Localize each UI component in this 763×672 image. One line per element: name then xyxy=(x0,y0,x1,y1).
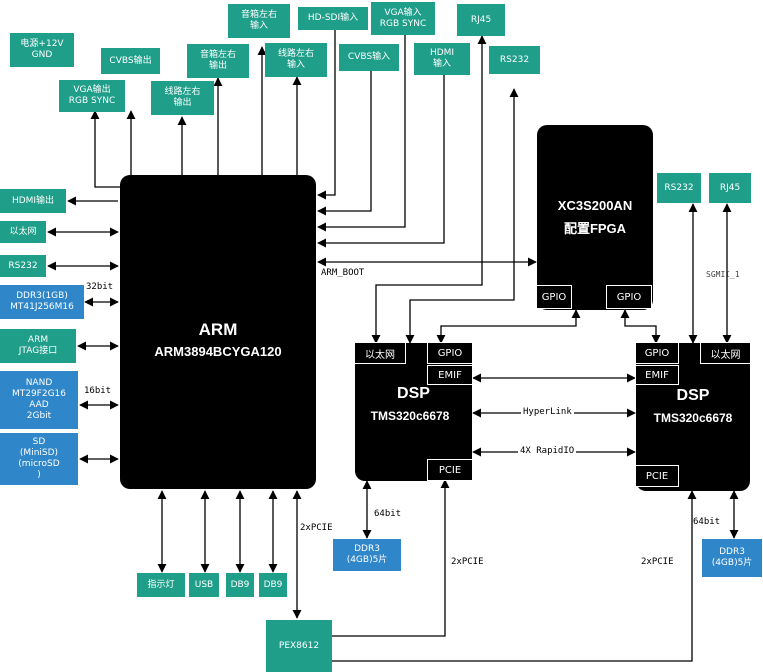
fpga-gpio-left: GPIO xyxy=(536,285,572,309)
label-pex8612: PEX8612 xyxy=(266,620,332,672)
dsp-right-emif: EMIF xyxy=(635,365,679,385)
label-ethernet-left: 以太网 xyxy=(0,221,46,243)
dsp-left-gpio: GPIO xyxy=(427,342,473,364)
label-sd: SD (MiniSD) (microSD ) xyxy=(0,433,78,485)
arm-title: ARM xyxy=(198,320,238,339)
note-16bit: 16bit xyxy=(84,386,112,396)
label-line-out: 线路左右 输出 xyxy=(151,81,214,115)
label-rj45-right: RJ45 xyxy=(709,173,751,203)
dsp-right-title: DSP xyxy=(676,387,710,404)
fpga-subtitle: 配置FPGA xyxy=(563,221,627,236)
label-vga-out: VGA输出 RGB SYNC xyxy=(59,80,125,112)
dsp-left-eth: 以太网 xyxy=(354,342,406,364)
note-sgmii: SGMII_1 xyxy=(706,270,740,279)
label-nand: NAND MT29F2G16 AAD 2Gbit xyxy=(0,371,78,429)
note-arm-boot: ARM_BOOT xyxy=(321,268,365,278)
label-usb: USB xyxy=(189,573,219,597)
dsp-right-pcie: PCIE xyxy=(635,465,679,487)
note-pcie-right: 2xPCIE xyxy=(641,557,674,567)
label-hdmi-out: HDMI输出 xyxy=(0,189,66,213)
fpga-gpio-right: GPIO xyxy=(606,285,652,309)
arm-chip: ARM ARM3894BCYGA120 xyxy=(120,175,316,489)
dsp-right-eth: 以太网 xyxy=(700,342,751,364)
note-pcie-arm: 2xPCIE xyxy=(300,523,333,533)
fpga-chip: XC3S200AN 配置FPGA GPIO GPIO xyxy=(536,125,653,310)
label-speaker-in: 音箱左右 输入 xyxy=(228,4,290,38)
note-pcie-left: 2xPCIE xyxy=(451,557,484,567)
dsp-left-model: TMS320c6678 xyxy=(370,409,450,423)
dsp-right-chip: GPIO 以太网 EMIF DSP TMS320c6678 PCIE xyxy=(635,342,751,491)
note-rapidio: 4X RapidIO xyxy=(518,446,577,456)
note-64bit-left: 64bit xyxy=(374,509,402,519)
label-ddr3-dsp-right: DDR3 (4GB)5片 xyxy=(702,539,762,577)
label-led: 指示灯 xyxy=(137,573,185,597)
label-vga-in: VGA输入 RGB SYNC xyxy=(371,2,435,35)
label-power: 电源+12V GND xyxy=(10,33,74,67)
label-jtag: ARM JTAG接口 xyxy=(0,329,76,363)
dsp-right-model: TMS320c6678 xyxy=(653,411,733,425)
arm-model: ARM3894BCYGA120 xyxy=(154,344,282,359)
note-hyperlink: HyperLink xyxy=(521,407,574,417)
label-cvbs-in: CVBS输入 xyxy=(339,44,399,71)
label-rs232-right: RS232 xyxy=(657,173,701,203)
label-rj45-top: RJ45 xyxy=(457,4,505,36)
dsp-left-chip: 以太网 GPIO EMIF DSP TMS320c6678 PCIE xyxy=(354,342,473,481)
dsp-left-title: DSP xyxy=(397,385,430,402)
dsp-right-gpio: GPIO xyxy=(635,342,679,364)
label-line-in: 线路左右 输入 xyxy=(265,43,327,77)
label-rs232-left: RS232 xyxy=(0,255,46,277)
label-hdsdi-in: HD-SDI输入 xyxy=(298,7,368,30)
label-cvbs-out: CVBS输出 xyxy=(101,48,160,74)
note-64bit-right: 64bit xyxy=(693,517,721,527)
label-db9-a: DB9 xyxy=(226,573,254,597)
label-ddr3-dsp-left: DDR3 (4GB)5片 xyxy=(333,539,401,571)
label-ddr3-arm: DDR3(1GB) MT41J256M16 xyxy=(0,285,84,319)
label-hdmi-in: HDMI 输入 xyxy=(414,43,470,75)
fpga-title: XC3S200AN xyxy=(557,198,633,213)
dsp-left-emif: EMIF xyxy=(427,365,473,385)
note-32bit: 32bit xyxy=(86,282,114,292)
label-rs232-top: RS232 xyxy=(489,46,540,74)
label-db9-b: DB9 xyxy=(259,573,287,597)
dsp-left-pcie: PCIE xyxy=(427,459,473,481)
label-speaker-out: 音箱左右 输出 xyxy=(187,44,249,78)
